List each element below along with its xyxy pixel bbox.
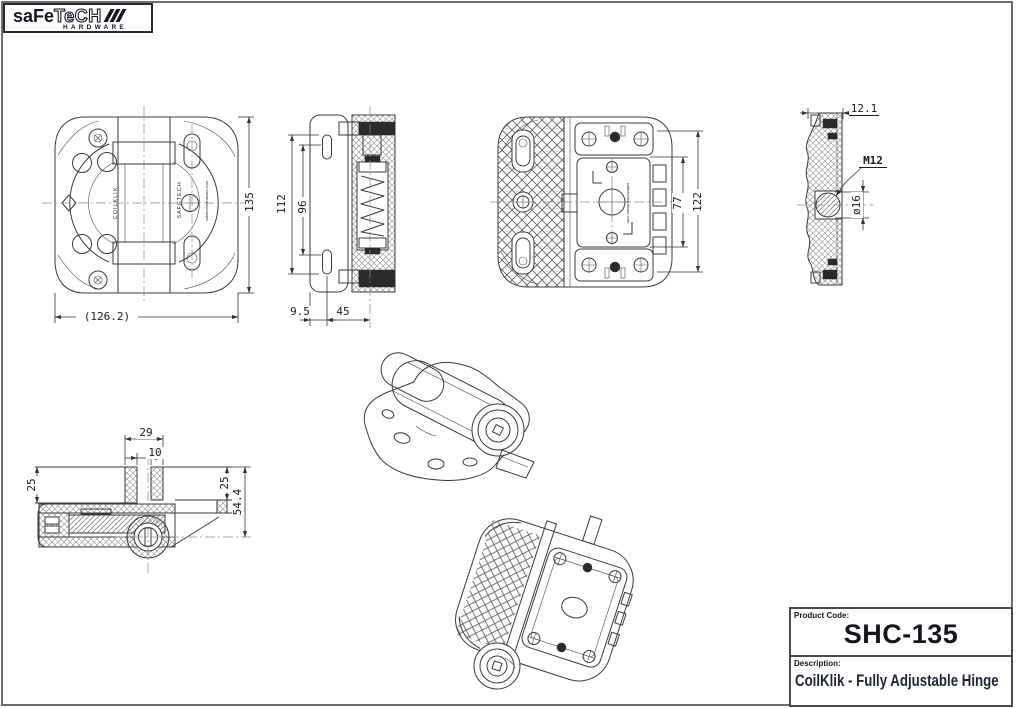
dim-label-10: 10	[146, 447, 164, 459]
product-code-value: SHC-135	[843, 619, 959, 649]
product-code-label: Product Code:	[794, 611, 850, 620]
dim-label-77: 77	[671, 193, 684, 213]
marking-coilklik: COILKLIK	[113, 186, 119, 220]
dim-label-dia16: ø16	[850, 192, 863, 218]
brand-wordmark: saFeTeCH	[13, 5, 127, 28]
dim-label-45: 45	[332, 306, 354, 318]
description-value: CoilKlik - Fully Adjustable Hinge	[795, 671, 999, 690]
isometric-view-bottom	[455, 515, 634, 690]
dim-label-122: 122	[691, 189, 704, 215]
dim-label-112: 112	[275, 192, 288, 216]
corner-section-drawing	[34, 435, 253, 575]
dim-label-9-5: 9.5	[286, 306, 314, 318]
dim-label-96: 96	[296, 197, 309, 217]
dim-label-135: 135	[243, 188, 256, 216]
thread-callout-m12: M12	[859, 155, 887, 168]
isometric-view-top	[363, 352, 535, 481]
dim-label-29: 29	[136, 427, 156, 439]
safetech-logo: saFeTeCH HARDWARE	[3, 3, 153, 33]
back-view-drawing	[490, 116, 703, 288]
marking-url-front: safetechhardware.com	[204, 180, 209, 222]
brand-tagline: HARDWARE	[63, 24, 127, 31]
brand-outline-text: TeCH	[53, 5, 102, 26]
dim-label-25-right: 25	[218, 474, 231, 492]
marking-url-back: safetechhardware.com	[626, 182, 631, 224]
product-code-row: Product Code: SHC-135	[791, 609, 1011, 657]
marking-safetech: SAFETECH	[177, 181, 183, 219]
front-view-drawing	[42, 106, 254, 323]
dim-label-54-4: 54.4	[231, 487, 244, 517]
description-label: Description:	[794, 659, 841, 668]
edge-profile-drawing	[797, 108, 873, 286]
brand-solid-text: saFe	[13, 6, 55, 26]
description-row: Description: CoilKlik - Fully Adjustable…	[791, 657, 1011, 705]
dim-label-12-1: 12.1	[849, 102, 879, 116]
side-section-drawing	[288, 106, 396, 328]
title-block: Product Code: SHC-135 Description: CoilK…	[789, 607, 1013, 707]
dim-label-25-left: 25	[25, 476, 38, 494]
dim-label-126-2: (126.2)	[76, 311, 138, 323]
